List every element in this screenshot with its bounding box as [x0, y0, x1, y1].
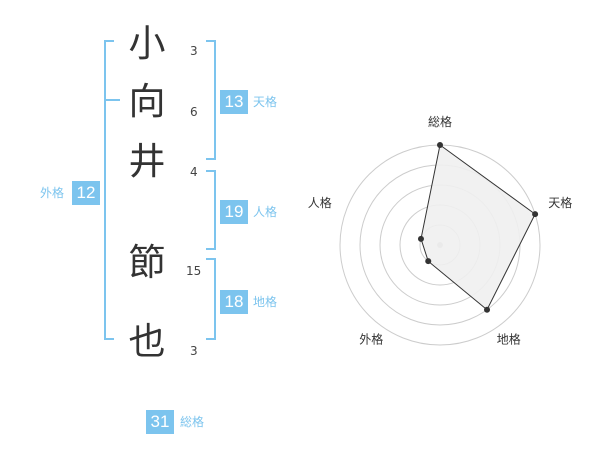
stroke-count-2: 6	[190, 105, 198, 119]
radar-axis-label-3: 地格	[497, 332, 521, 347]
radar-point-5	[417, 235, 424, 242]
jinkaku-bracket	[206, 170, 216, 250]
radar-point-3	[484, 306, 491, 313]
chikaku-badge: 18	[220, 290, 248, 314]
name-character-3: 井	[128, 140, 166, 183]
jinkaku-badge: 19	[220, 200, 248, 224]
stroke-count-5: 3	[190, 344, 198, 358]
radar-point-4	[425, 258, 432, 265]
radar-point-1	[437, 142, 443, 148]
radar-polygon	[420, 144, 536, 311]
name-character-1: 小	[128, 22, 166, 65]
chikaku-label: 地格	[253, 295, 278, 309]
chikaku-bracket	[206, 258, 216, 340]
tenkaku-label: 天格	[253, 95, 278, 109]
tenkaku-bracket	[206, 40, 216, 160]
name-character-2: 向	[128, 80, 166, 123]
name-character-5: 也	[128, 320, 166, 363]
radar-axis-label-1: 総格	[428, 114, 452, 129]
stroke-count-4: 15	[186, 264, 202, 278]
gaikaku-bracket	[104, 40, 114, 340]
gaikaku-label: 外格	[40, 186, 65, 200]
radar-axis-label-5: 人格	[308, 195, 332, 210]
stroke-count-1: 3	[190, 44, 198, 58]
gaikaku-bracket-tick	[104, 99, 120, 101]
radar-axis-label-2: 天格	[548, 195, 572, 210]
soukaku-badge: 31	[146, 410, 174, 434]
jinkaku-label: 人格	[253, 205, 278, 219]
tenkaku-badge: 13	[220, 90, 248, 114]
soukaku-label: 総格	[180, 415, 205, 429]
stroke-count-3: 4	[190, 165, 198, 179]
radar-axis-label-4: 外格	[359, 332, 383, 347]
name-character-4: 節	[128, 241, 166, 284]
gaikaku-badge: 12	[72, 181, 100, 205]
radar-point-2	[532, 211, 539, 218]
